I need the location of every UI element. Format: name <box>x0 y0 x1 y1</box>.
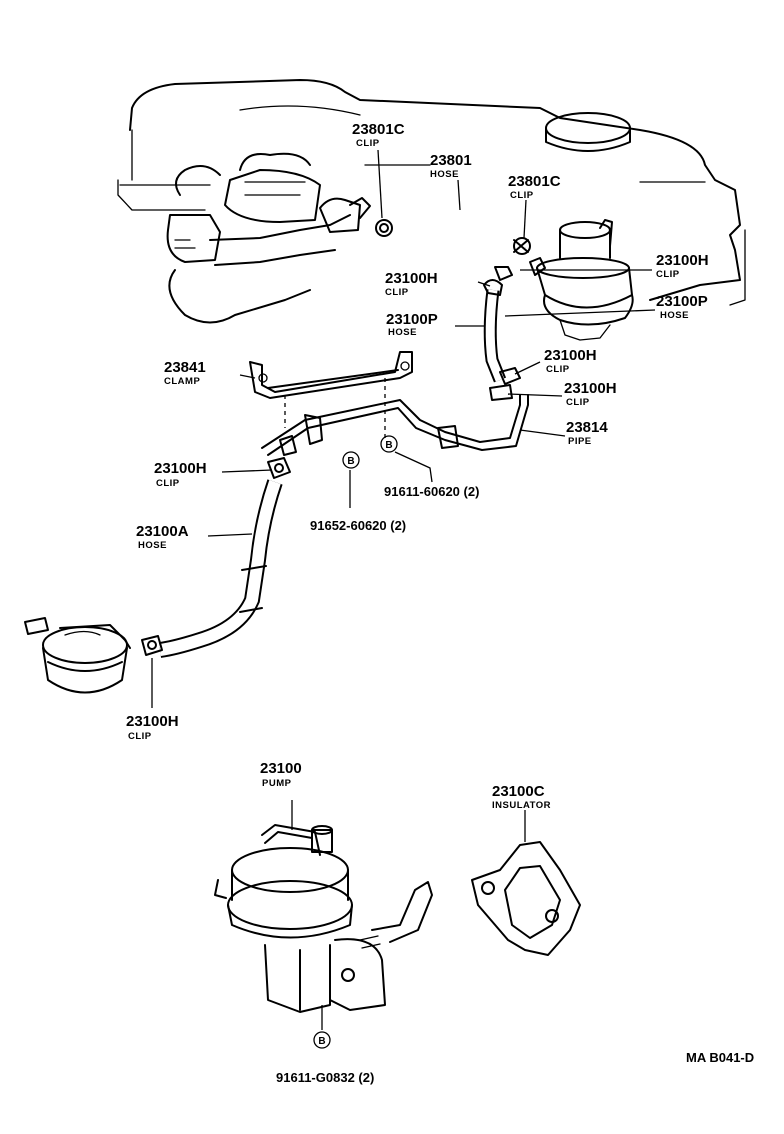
part-number: 23100 <box>260 760 302 777</box>
callout-23814: 23814 PIPE <box>566 419 608 447</box>
hose-clip-right <box>513 237 531 255</box>
part-description: CLAMP <box>164 376 200 387</box>
part-number: 23100P <box>656 293 708 310</box>
callout-23801c-left: 23801C CLIP <box>352 121 405 149</box>
part-description: CLIP <box>566 397 590 408</box>
part-description: INSULATOR <box>492 800 551 811</box>
bolt-code: 91611-G0832 (2) <box>276 1070 374 1085</box>
hose-clip-left <box>375 219 393 237</box>
callout-23100c-insulator: 23100C INSULATOR <box>492 783 551 811</box>
return-hose-23801 <box>377 205 527 252</box>
part-number: 23801C <box>352 121 405 138</box>
part-number: 23100H <box>656 252 709 269</box>
vacuum-canister <box>529 219 634 341</box>
clip-23100h-lower-left <box>267 457 291 479</box>
clip-23100h-top <box>483 266 513 296</box>
callout-23100-pump: 23100 PUMP <box>260 760 302 789</box>
leader-lines <box>151 149 656 842</box>
part-number: 23841 <box>164 359 206 376</box>
part-description: CLIP <box>356 138 380 149</box>
part-number: 23100H <box>385 270 438 287</box>
part-description: CLIP <box>156 478 180 489</box>
clamp-bracket-23841 <box>249 351 413 399</box>
part-number: 23801C <box>508 173 561 190</box>
callout-23100h-bottom: 23100H CLIP <box>126 713 179 742</box>
insulator-gasket <box>471 841 581 956</box>
engine-outline <box>117 79 746 306</box>
callout-23801: 23801 HOSE <box>430 152 472 180</box>
callout-23801c-right: 23801C CLIP <box>508 173 561 201</box>
callout-23841: 23841 CLAMP <box>164 359 206 387</box>
part-number: 23801 <box>430 152 472 169</box>
callout-23100h-mid-upper: 23100H CLIP <box>544 347 597 375</box>
clamp-dashed-guides <box>284 378 386 440</box>
callout-23100a: 23100A HOSE <box>136 523 189 551</box>
part-number: 23100H <box>154 460 207 477</box>
part-description: CLIP <box>546 364 570 375</box>
fuel-pipe-23814 <box>261 394 529 456</box>
callout-23100h-upper-right: 23100H CLIP <box>656 252 709 280</box>
part-description: CLIP <box>656 269 680 280</box>
part-description: HOSE <box>660 310 689 321</box>
fuel-pump <box>214 824 433 1013</box>
part-description: PIPE <box>568 436 592 447</box>
callout-23100p-right: 23100P HOSE <box>656 293 708 321</box>
part-description: CLIP <box>510 190 534 201</box>
bolt-code: 91652-60620 (2) <box>310 518 406 533</box>
clip-23100h-mid <box>489 367 521 401</box>
part-number: 23100C <box>492 783 545 800</box>
part-number: 23100A <box>136 523 189 540</box>
fuel-hose-23100p <box>483 289 507 383</box>
bolt-marker: B <box>385 440 392 451</box>
callout-23100p-left: 23100P HOSE <box>386 311 438 338</box>
bolt-callout-91652-60620: B 91652-60620 (2) <box>310 451 406 533</box>
bolt-callout-91611-g0832: B 91611-G0832 (2) <box>276 1031 374 1085</box>
part-description: HOSE <box>388 327 417 338</box>
fuel-hose-23100a <box>158 479 283 658</box>
bolt-code: 91611-60620 (2) <box>384 484 479 499</box>
carburetor <box>166 152 371 324</box>
part-description: HOSE <box>430 169 459 180</box>
bolt-marker: B <box>318 1036 325 1047</box>
part-description: CLIP <box>385 287 409 298</box>
clip-23100h-bottom <box>141 635 163 656</box>
part-number: 23100P <box>386 311 438 328</box>
part-description: CLIP <box>128 731 152 742</box>
fuel-filter <box>24 617 131 694</box>
part-number: 23100H <box>544 347 597 364</box>
part-description: HOSE <box>138 540 167 551</box>
bolt-callout-91611-60620: B 91611-60620 (2) <box>380 435 479 499</box>
callout-23100h-upper-left: 23100H CLIP <box>385 270 438 298</box>
diagram-reference-code: MA B041-D <box>686 1050 754 1065</box>
callout-23100h-left: 23100H CLIP <box>154 460 207 489</box>
callout-23100h-mid-lower: 23100H CLIP <box>564 380 617 408</box>
part-number: 23814 <box>566 419 608 436</box>
part-description: PUMP <box>262 778 292 789</box>
part-number: 23100H <box>126 713 179 730</box>
bolt-marker: B <box>347 456 354 467</box>
part-number: 23100H <box>564 380 617 397</box>
